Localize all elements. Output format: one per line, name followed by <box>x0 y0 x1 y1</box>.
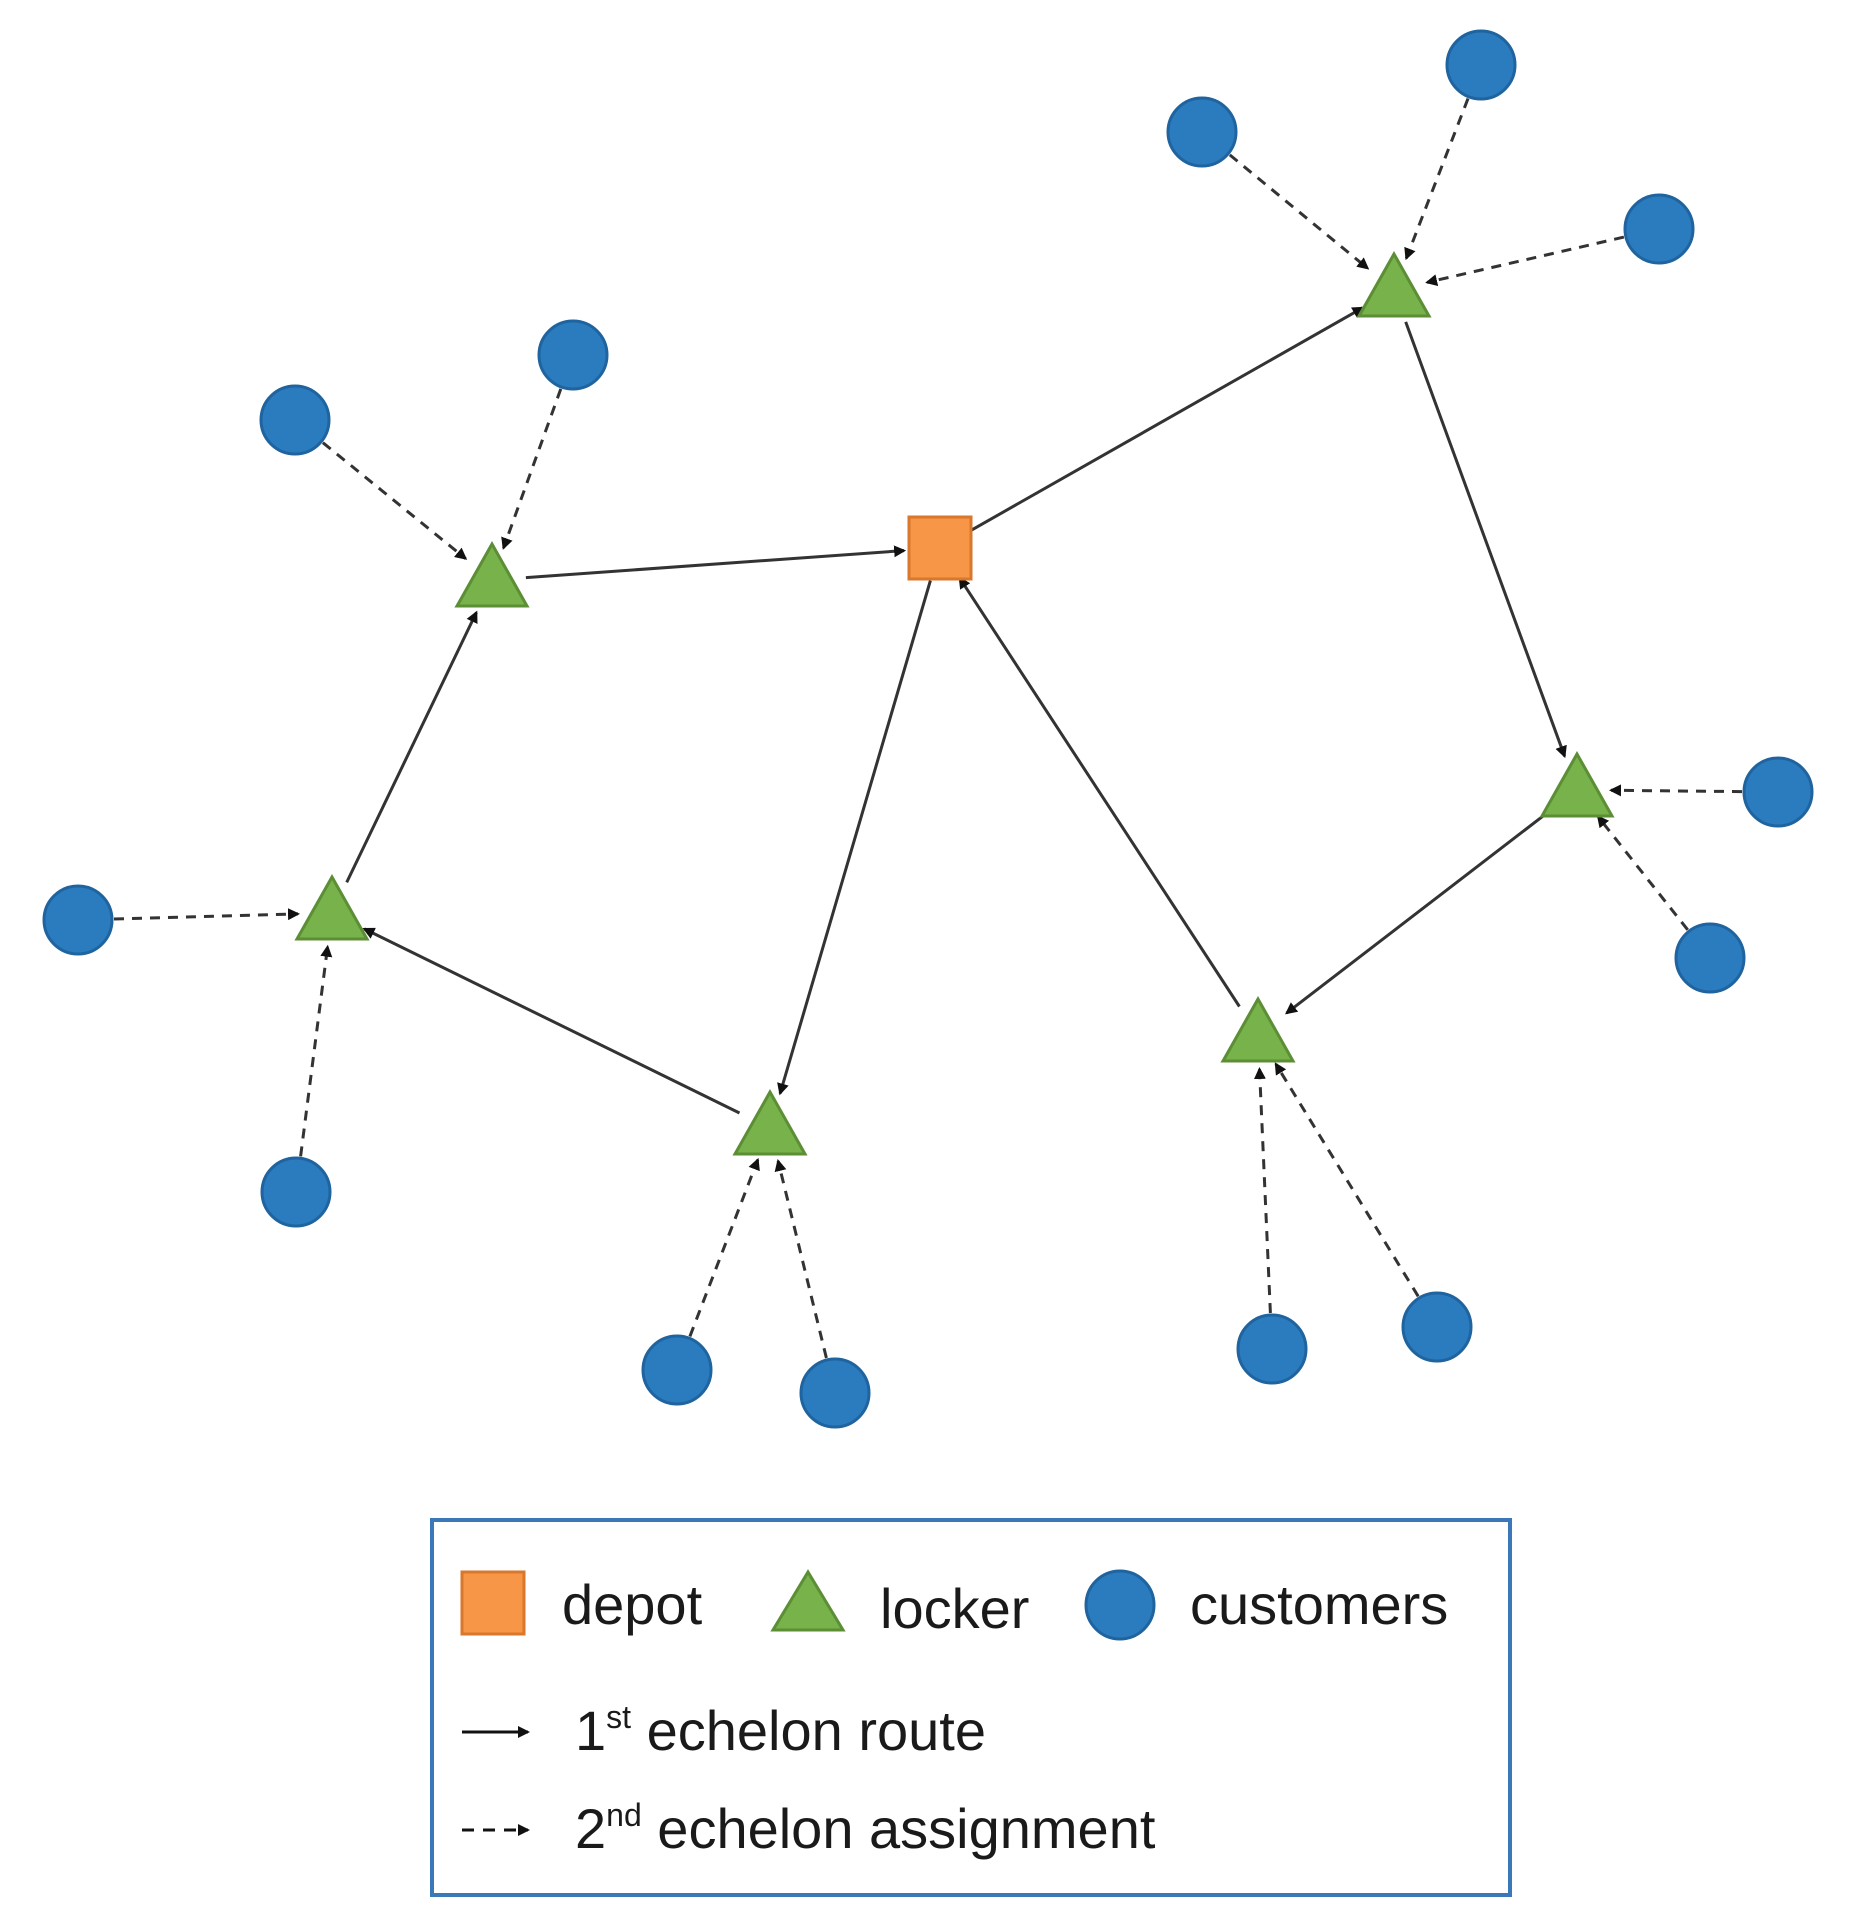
assignment-customer-2-to-l1 <box>501 388 563 550</box>
legend-assignment-label: 2nd echelon assignment <box>575 1797 1156 1860</box>
assignment-customer-10-to-l5 <box>1609 784 1743 797</box>
route-depot-to-l3 <box>777 580 932 1096</box>
customer-node-4 <box>260 1156 332 1228</box>
assignment-customer-6-to-l3 <box>774 1159 828 1359</box>
assignment-customer-8-to-l4 <box>1274 1062 1420 1298</box>
legend-box <box>430 1518 1512 1897</box>
assignment-customer-5-to-l3 <box>688 1157 760 1337</box>
route-l2-to-l1 <box>345 610 478 884</box>
customer-node-9 <box>1674 922 1746 994</box>
legend-locker-label: locker <box>880 1577 1029 1640</box>
assignment-customer-3-to-l2 <box>113 908 300 921</box>
assignment-customer-13-to-l6 <box>1425 235 1625 287</box>
nodes <box>42 29 1814 1429</box>
legend-depot-icon <box>460 1570 526 1636</box>
customer-node-10 <box>1742 756 1814 828</box>
route-l3-to-l2 <box>362 927 741 1115</box>
locker-node-l2 <box>294 873 370 941</box>
customer-node-7 <box>1236 1313 1308 1385</box>
customer-node-5 <box>641 1334 713 1406</box>
locker-node-l3 <box>732 1088 808 1156</box>
second-echelon-assignments <box>113 98 1743 1359</box>
locker-node-l6 <box>1356 250 1432 318</box>
customer-node-1 <box>259 384 331 456</box>
customer-node-8 <box>1401 1291 1473 1363</box>
depot-node <box>907 515 973 581</box>
route-depot-to-l6 <box>968 306 1365 533</box>
assignment-customer-1-to-l1 <box>321 441 468 560</box>
customer-node-11 <box>1166 96 1238 168</box>
legend-customers-label: customers <box>1190 1573 1448 1636</box>
route-l4-to-depot <box>958 576 1241 1008</box>
customer-node-6 <box>799 1357 871 1429</box>
legend-customer-icon <box>1084 1569 1156 1641</box>
customer-node-3 <box>42 884 114 956</box>
customer-node-13 <box>1623 193 1695 265</box>
assignment-customer-7-to-l4 <box>1253 1067 1272 1314</box>
legend-route-label: 1st echelon route <box>575 1699 986 1762</box>
route-l5-to-l4 <box>1285 809 1551 1015</box>
assignment-customer-11-to-l6 <box>1228 153 1370 270</box>
legend-depot-label: depot <box>562 1573 703 1636</box>
assignment-customer-9-to-l5 <box>1596 815 1689 931</box>
locker-node-l5 <box>1539 750 1615 818</box>
route-l1-to-depot <box>525 545 907 580</box>
assignment-customer-4-to-l2 <box>299 944 333 1157</box>
legend-locker-icon <box>770 1569 846 1632</box>
legend: depot locker customers 1st echelon route… <box>430 1518 1512 1897</box>
customer-node-2 <box>537 319 609 391</box>
assignment-customer-12-to-l6 <box>1404 98 1470 261</box>
customer-node-12 <box>1445 29 1517 101</box>
route-l6-to-l5 <box>1404 321 1567 759</box>
first-echelon-routes <box>345 306 1567 1115</box>
locker-node-l1 <box>454 540 530 608</box>
locker-node-l4 <box>1220 995 1296 1063</box>
